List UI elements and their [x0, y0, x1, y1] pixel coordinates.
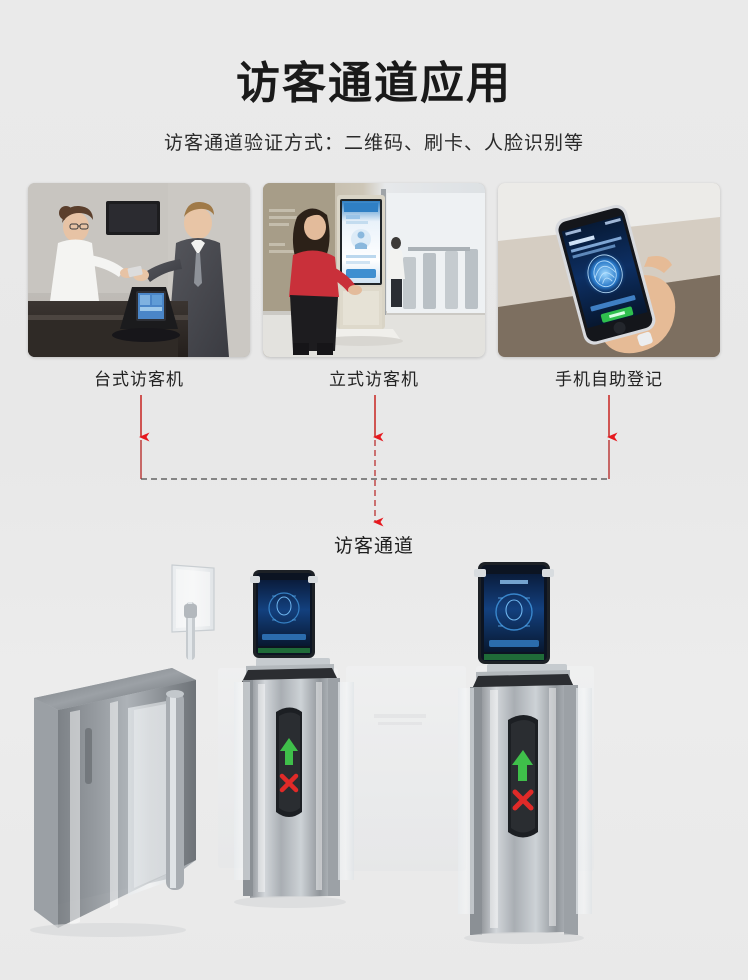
direction-indicator-middle	[276, 707, 302, 817]
red-x-icon	[279, 773, 299, 793]
red-x-icon	[512, 789, 534, 811]
photo-mobile-self-registration	[498, 183, 720, 357]
reception-desk-illustration	[28, 183, 250, 357]
gate-right-top-plate	[472, 674, 574, 689]
photo-gallery	[28, 183, 720, 357]
green-up-arrow-icon	[280, 738, 298, 765]
photo-desktop-visitor-machine	[28, 183, 250, 357]
caption-standing-visitor-kiosk: 立式访客机	[329, 370, 419, 389]
page-subtitle: 访客通道验证方式：二维码、刷卡、人脸识别等	[163, 133, 584, 154]
standing-kiosk-illustration	[263, 183, 485, 357]
gate-middle	[234, 570, 354, 908]
green-up-arrow-icon	[512, 750, 533, 781]
caption-desktop-visitor-machine: 台式访客机	[94, 370, 184, 389]
face-terminal-right[interactable]	[474, 562, 554, 664]
gate-left-top-plate	[34, 668, 196, 710]
speed-gates-illustration	[30, 562, 594, 944]
gate-product-scene	[0, 560, 748, 980]
gate-section-label: 访客通道	[333, 536, 414, 557]
gate-right	[458, 562, 592, 944]
gate-left	[30, 564, 215, 937]
swing-barrier-glass-left	[128, 700, 172, 896]
photo-standing-visitor-kiosk	[263, 183, 485, 357]
page-title: 访客通道应用	[236, 59, 512, 108]
direction-indicator-right	[508, 715, 538, 838]
acrylic-flap-left	[171, 564, 215, 660]
photo-captions: 台式访客机 立式访客机 手机自助登记	[28, 365, 720, 391]
caption-mobile-self-registration: 手机自助登记	[555, 370, 663, 389]
mobile-phone-illustration	[498, 183, 720, 357]
face-terminal-middle[interactable]	[250, 570, 318, 658]
